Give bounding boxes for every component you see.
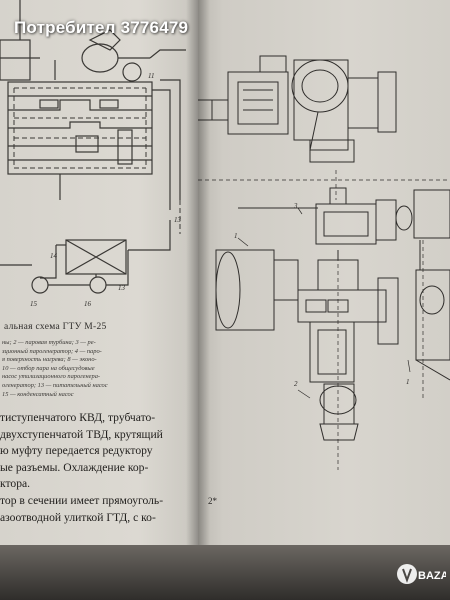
body-line: ктора. (0, 477, 31, 491)
diagram-label-14: 14 (50, 252, 58, 260)
diagram-label-16: 16 (84, 300, 92, 308)
figure-caption: альная схема ГТУ М-25 (4, 322, 107, 332)
drawing-label-3: 3 (293, 202, 298, 210)
watermark-text: Потребител 3776479 (14, 18, 189, 37)
legend-line: огенератор; 13 — питательный насос (2, 381, 108, 389)
drawing-label-2: 2 (294, 380, 298, 388)
body-line: тиступенчатого КВД, трубчато- (0, 411, 156, 424)
diagram-label-15: 15 (30, 300, 38, 308)
body-line: ые разъемы. Охлаждение кор- (0, 460, 149, 474)
page-number: 2* (208, 496, 217, 506)
page-bottom-shadow (0, 545, 450, 600)
body-line: тор в сечении имеет прямоуголь- (0, 493, 164, 507)
logo-text: BAZAR (418, 570, 446, 582)
diagram-label-13b: 13 (118, 284, 126, 292)
body-line: двухступенчатой ТВД, крутящий (0, 427, 163, 441)
legend-line: 10 — отбор пара на общесудовые (2, 364, 95, 372)
body-text: тиступенчатого КВД, трубчато- двухступен… (0, 410, 194, 526)
legend-line: насос утилизационного парогенера- (2, 373, 101, 381)
legend-line: я поверхность нагрева; 8 — эконо- (2, 356, 97, 364)
legend-line: зционный парогенератор; 4 — паро- (2, 347, 102, 355)
book-gutter (186, 0, 210, 556)
bazar-logo-icon: BAZAR (397, 564, 446, 584)
legend-line: ны; 2 — паровая турбина; 3 — ре- (2, 339, 96, 346)
engine-drawings: 3 1 2 1 (198, 55, 450, 470)
diagram-label-13a: 13 (174, 216, 182, 224)
body-line: ю муфту передается редуктору (0, 444, 153, 458)
diagram-label-11: 11 (148, 72, 154, 80)
drawing-label-1a: 1 (234, 232, 238, 240)
legend-line: 15 — конденсатный насос (2, 390, 74, 398)
turbine-schematic: 11 14 13 15 16 13 (0, 0, 186, 308)
body-line: азоотводной улиткой ГТД, с ко- (0, 510, 156, 524)
drawing-label-1b: 1 (406, 378, 410, 386)
figure-legend: ны; 2 — паровая турбина; 3 — ре- зционны… (2, 339, 186, 399)
